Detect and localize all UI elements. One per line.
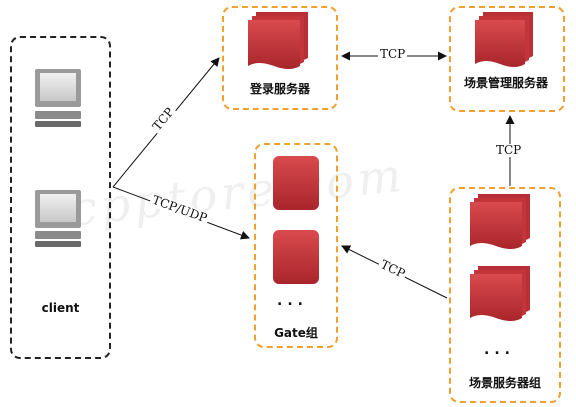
computer-icon (35, 69, 81, 127)
edge-label-scenegroup-manager: TCP (494, 143, 524, 157)
scene-group-ellipsis: ... (484, 342, 515, 358)
client-label: client (41, 301, 80, 315)
client-node[interactable] (10, 36, 111, 359)
login-server-label: 登录服务器 (249, 82, 310, 96)
scene-manager-label: 场景管理服务器 (463, 76, 548, 90)
gate-ellipsis: ... (277, 293, 308, 309)
server-stack-icon (475, 12, 533, 67)
server-stack-icon (470, 194, 530, 249)
login-server-node[interactable] (222, 6, 338, 110)
scene-manager-node[interactable] (449, 6, 565, 112)
gate-group-label: Gate组 (274, 326, 318, 340)
edge-label-login-scene-manager: TCP (378, 47, 408, 61)
gate-server-icon (273, 230, 319, 284)
computer-icon (35, 190, 81, 247)
gate-server-icon (273, 156, 319, 210)
scene-server-group-node[interactable] (449, 187, 561, 403)
gate-group-node[interactable] (254, 143, 338, 348)
scene-server-group-label: 场景服务器组 (468, 376, 541, 390)
server-stack-icon (470, 266, 530, 321)
server-stack-icon (248, 12, 308, 69)
